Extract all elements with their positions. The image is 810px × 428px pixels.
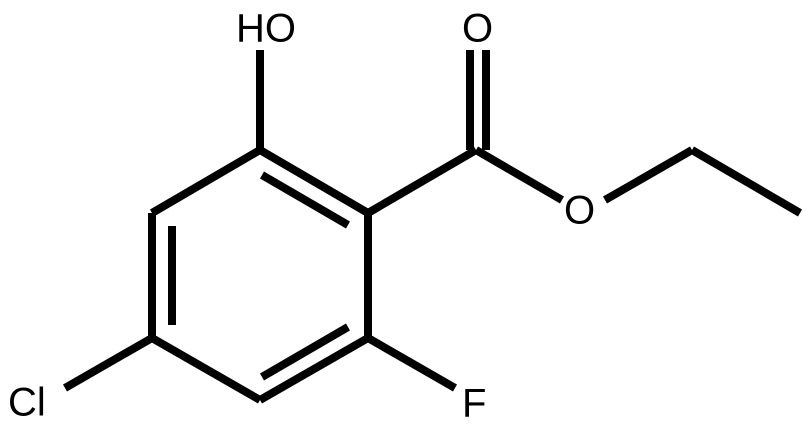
- ring-double-bond-c3-c4: [259, 323, 351, 381]
- ring-bond-c4-c5: [150, 334, 262, 404]
- atom-label-chlorine: Cl: [8, 381, 46, 425]
- atom-label-hydroxyl: HO: [236, 7, 296, 51]
- bond-c5-cl: [63, 334, 154, 392]
- bond-ester-o-ch2: [603, 146, 694, 204]
- bond-c2-carbonyl-carbon: [365, 146, 479, 217]
- atom-label-fluorine: F: [462, 382, 486, 426]
- bond-carbonyl-ester-o: [473, 146, 565, 204]
- ring-bond-c1-c2: [257, 146, 371, 217]
- atom-label-ester-oxygen: O: [564, 189, 595, 233]
- ring-bond-c3-c4: [258, 334, 370, 404]
- ring-bond-c6-c1: [149, 146, 263, 217]
- ring-double-bond-c1-c2: [259, 171, 351, 229]
- atom-label-carbonyl-oxygen: O: [462, 7, 493, 51]
- benzene-ring: [148, 146, 372, 404]
- bond-ch2-ch3: [689, 146, 803, 217]
- bond-c3-f: [366, 334, 457, 392]
